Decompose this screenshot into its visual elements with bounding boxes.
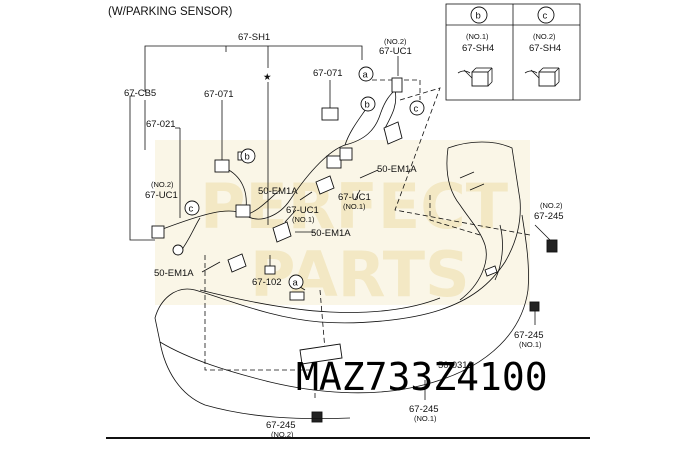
- sensor-part: [235, 204, 251, 218]
- shield-part: [227, 253, 247, 273]
- inset-circle-c: [537, 6, 555, 24]
- label-245-bl: 67-245: [266, 420, 296, 431]
- label-uc1-top: 67-UC1: [379, 46, 412, 57]
- clip-part: [311, 411, 323, 423]
- label-67-071-right: 67-071: [313, 68, 343, 79]
- connector-part: [214, 159, 230, 173]
- label-245-rb: 67-245: [514, 330, 544, 341]
- clip-part: [321, 107, 339, 121]
- shield-part: [315, 175, 335, 195]
- callout-c-left: [184, 200, 200, 216]
- shield-c-icon: [524, 67, 560, 87]
- callout-a-bottom-label: a: [293, 278, 299, 289]
- sensor-part: [151, 225, 165, 239]
- bracket-part: [289, 291, 305, 301]
- callout-a-bottom: [288, 274, 304, 290]
- label-67-021: 67-021: [146, 119, 176, 130]
- part-number: MAZ733Z4100: [296, 355, 548, 399]
- label-245-rb-sub: (NO.1): [519, 340, 542, 349]
- label-uc1-left: 67-UC1: [145, 190, 178, 201]
- diagram-title: (W/PARKING SENSOR): [108, 6, 233, 18]
- label-uc1-right: 67-UC1: [338, 192, 371, 203]
- sensor-part: [339, 147, 353, 161]
- callout-a-top-label: a: [363, 70, 369, 81]
- inset-code-b: 67-SH4: [462, 43, 494, 54]
- watermark: PERFECT PARTS: [155, 140, 530, 311]
- watermark-line2: PARTS: [250, 238, 470, 311]
- label-em1a-1: 50-EM1A: [258, 186, 298, 197]
- label-245-bm: 67-245: [409, 404, 439, 415]
- watermark-line1: PERFECT: [200, 170, 508, 243]
- shield-part: [383, 121, 403, 145]
- inset-code-c: 67-SH4: [529, 43, 561, 54]
- grommet-part: [172, 244, 184, 256]
- callout-c-right-label: c: [414, 104, 419, 115]
- inset-circle-b: [470, 6, 488, 24]
- clip-part: [529, 301, 540, 312]
- label-245-bl-sub: (NO.2): [271, 430, 294, 439]
- bumper-cover: [154, 141, 529, 420]
- callout-c-left-label: c: [189, 204, 194, 215]
- label-245-right-sub: (NO.2): [540, 201, 563, 210]
- label-50-031j: 50-031J: [438, 360, 473, 371]
- label-uc1-mid: 67-UC1: [286, 205, 319, 216]
- callout-b-left-label: b: [245, 152, 250, 163]
- label-uc1-right-sub: (NO.1): [343, 202, 366, 211]
- star-mark: ★: [263, 72, 272, 83]
- inset-letter-b: b: [476, 11, 481, 22]
- callout-c-right: [409, 100, 425, 116]
- callout-b-left: [240, 148, 256, 164]
- connector-part: [326, 155, 342, 169]
- callout-b-right: [360, 96, 376, 112]
- label-67-071-left: 67-071: [204, 89, 234, 100]
- clip-part: [264, 265, 276, 275]
- label-em1a-2: 50-EM1A: [377, 164, 417, 175]
- shield-part: [272, 221, 292, 243]
- shield-b-icon: [457, 67, 493, 87]
- label-uc1-top-sub: (NO.2): [384, 37, 407, 46]
- label-em1a-4: 50-EM1A: [154, 268, 194, 279]
- part-labels: 67-SH1 ★ 67-CB5 67-071 67-071 67-021 (NO…: [124, 32, 564, 439]
- label-67-sh1: 67-SH1: [238, 32, 270, 43]
- callout-a-top: [358, 66, 374, 82]
- label-245-right: 67-245: [534, 211, 564, 222]
- sensor-part: [391, 77, 403, 93]
- callout-b-right-label: b: [365, 100, 370, 111]
- label-245-bm-sub: (NO.1): [414, 414, 437, 423]
- inset-sub-c: (NO.2): [533, 32, 556, 41]
- label-uc1-left-sub: (NO.2): [151, 180, 174, 189]
- label-uc1-mid-sub: (NO.1): [292, 215, 315, 224]
- parts: [151, 77, 558, 423]
- leader-lines: [129, 45, 551, 400]
- inset-sub-b: (NO.1): [466, 32, 489, 41]
- clip-part: [546, 239, 558, 253]
- label-67-cb5: 67-CB5: [124, 88, 156, 99]
- label-67-102: 67-102: [252, 277, 282, 288]
- callout-circles: a b c b c a: [184, 66, 425, 290]
- label-em1a-3: 50-EM1A: [311, 228, 351, 239]
- inset-letter-c: c: [543, 11, 548, 22]
- inset-box: b c (NO.1) 67-SH4 (NO.2) 67-SH4: [445, 3, 581, 101]
